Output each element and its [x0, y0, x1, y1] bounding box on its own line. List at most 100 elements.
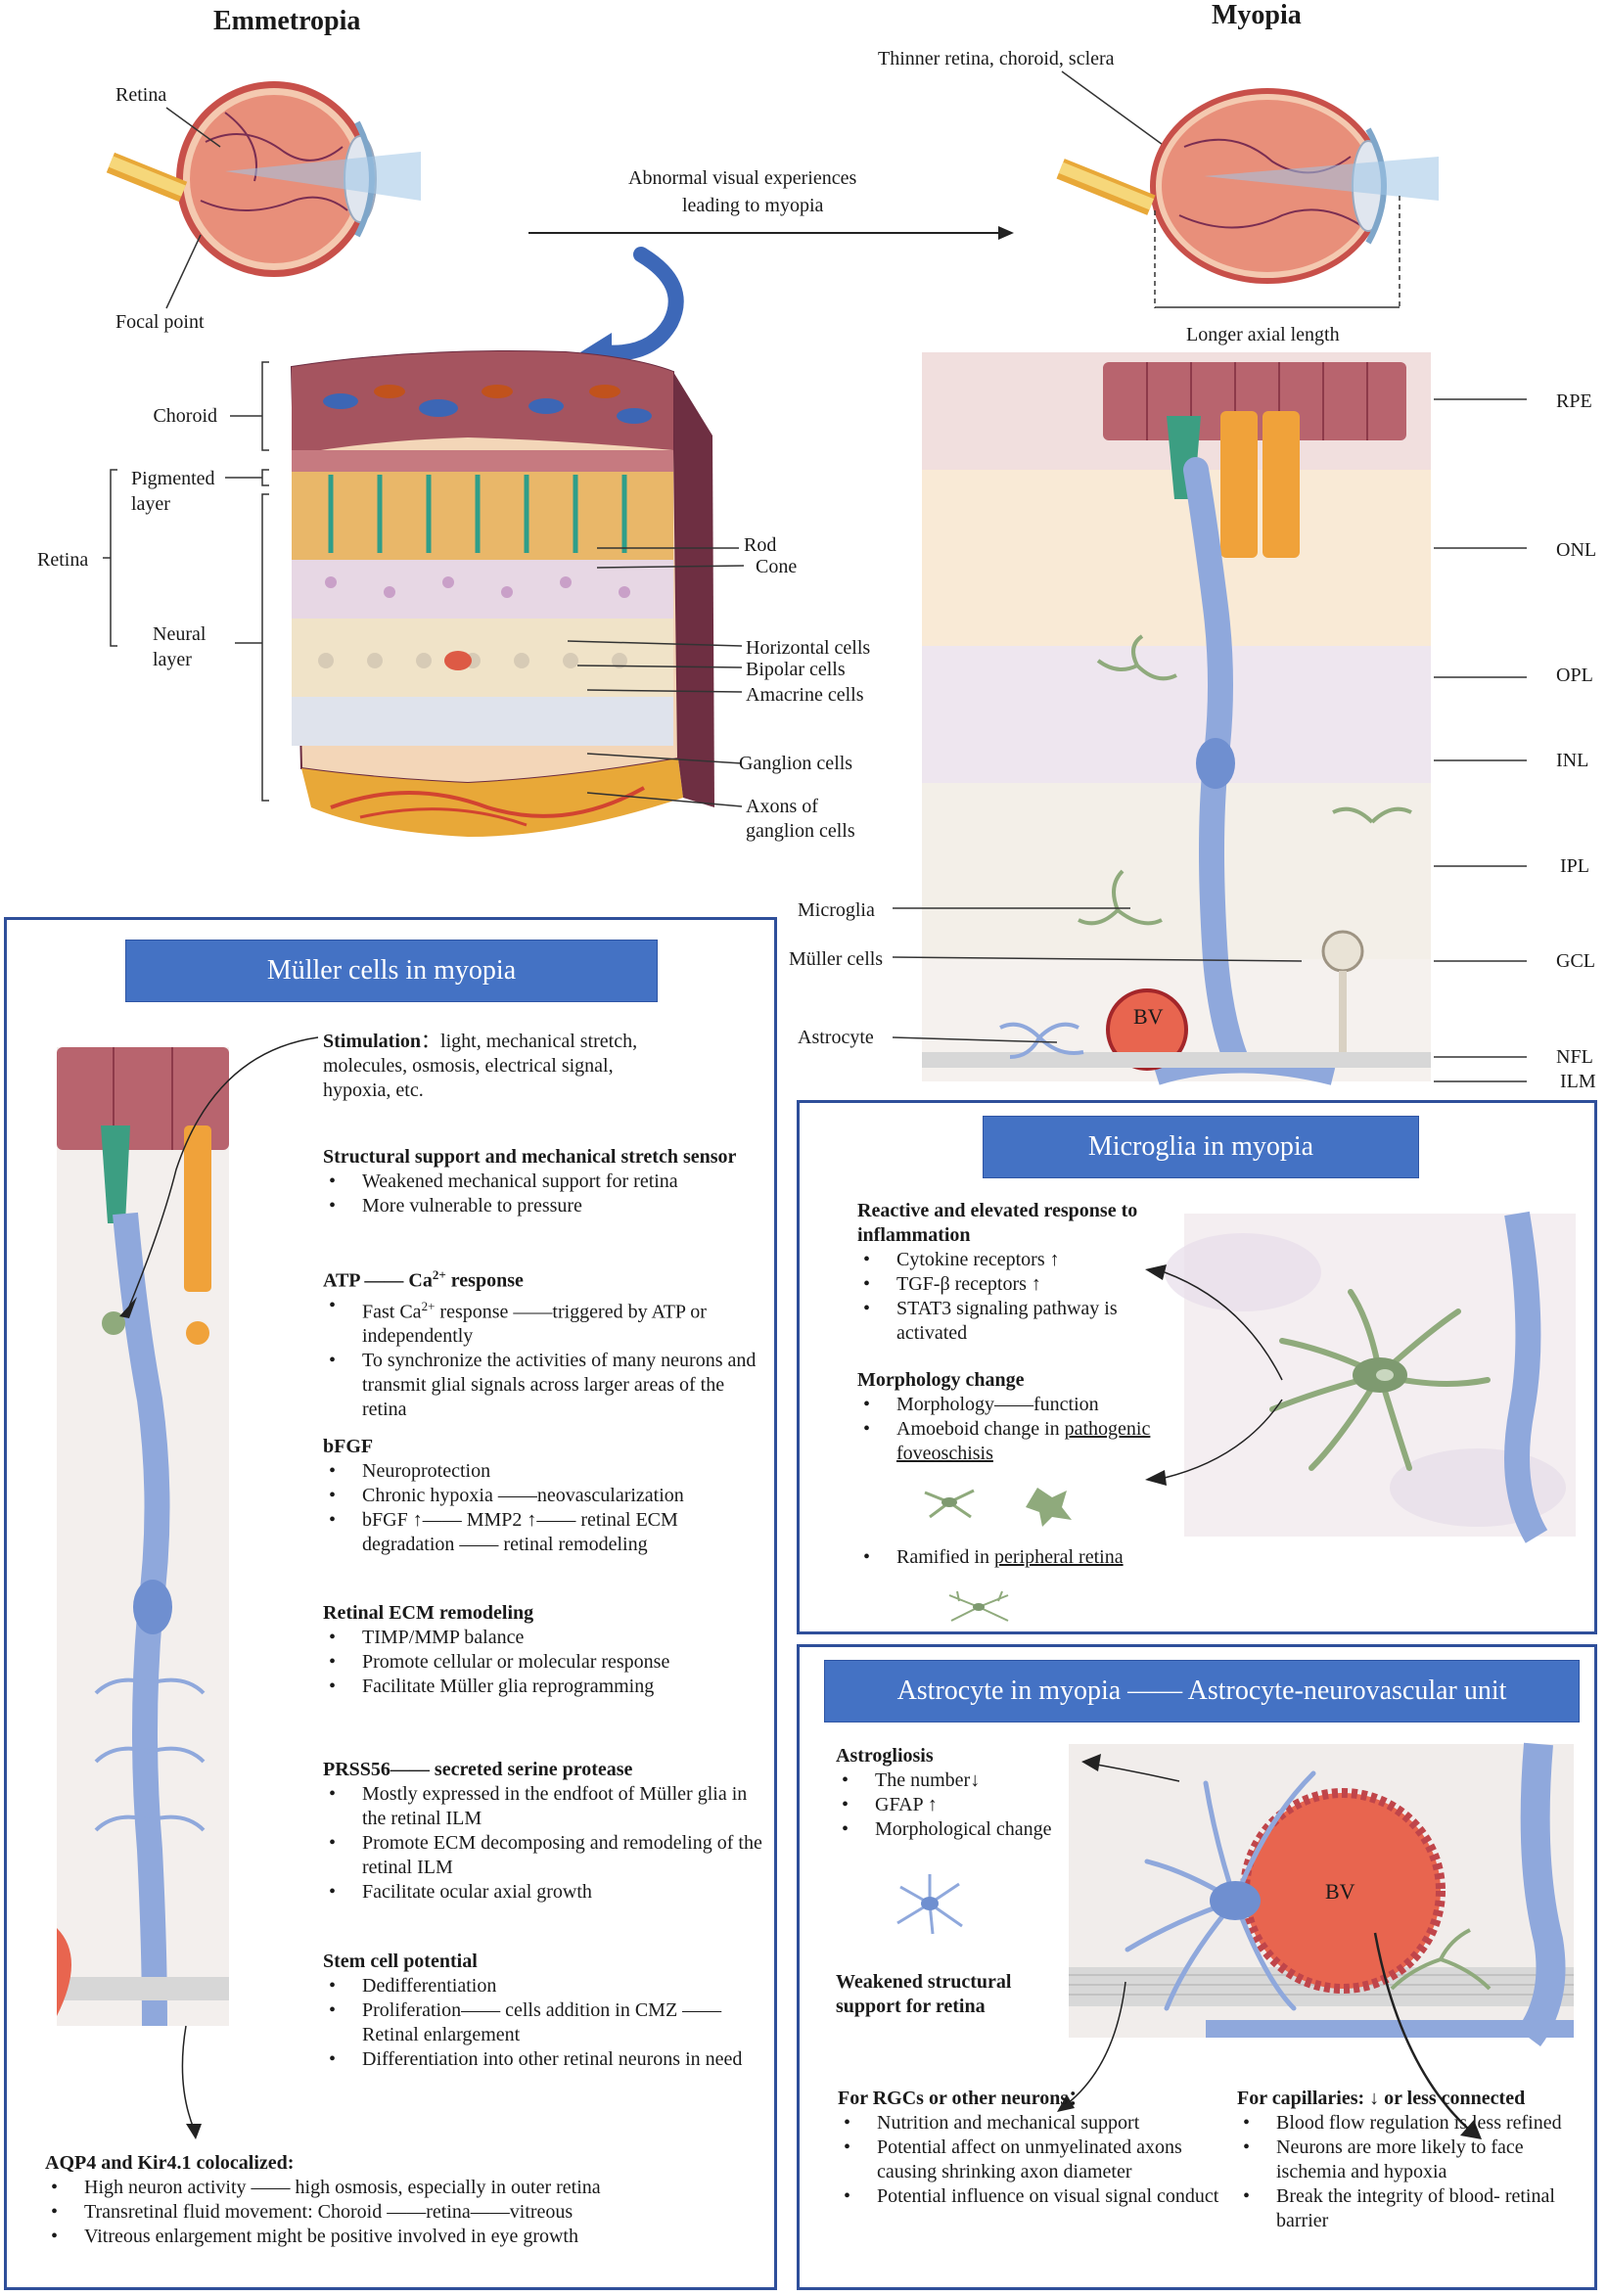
- thinner-label: Thinner retina, choroid, sclera: [878, 48, 1115, 69]
- myopia-title: Myopia: [1212, 0, 1302, 30]
- myopia-retina-layers-illustration: [922, 352, 1431, 1085]
- atp-head: ATP —— Ca2+ response: [323, 1267, 524, 1292]
- muller-banner: Müller cells in myopia: [125, 940, 658, 1002]
- morphology-head: Morphology change: [857, 1369, 1025, 1391]
- rod-label: Rod: [744, 534, 777, 556]
- layer-leader-lines: [892, 398, 1527, 1082]
- stimulation-block: Stimulation：light, mechanical stretch, m…: [323, 1030, 744, 1103]
- reactive-item: TGF-β receptors ↑: [857, 1272, 1171, 1297]
- aqp-block: AQP4 and Kir4.1 colocalized: High neuron…: [45, 2151, 769, 2249]
- stimulation-line-1: molecules, osmosis, electrical signal,: [323, 1055, 614, 1077]
- thinner-leader-line: [1061, 70, 1171, 151]
- bfgf-item: Chronic hypoxia ——neovascularization: [323, 1484, 763, 1508]
- muller-cell-illustration: [57, 1047, 229, 2027]
- pigmented-label-line1: Pigmented: [131, 468, 215, 489]
- retina-brackets: [103, 361, 269, 802]
- emmetropia-eye-illustration: [106, 81, 421, 277]
- stem-item: Dedifferentiation: [323, 1974, 773, 1998]
- nfl-label: NFL: [1556, 1046, 1593, 1068]
- stimulation-text: ：light, mechanical stretch,: [421, 1031, 638, 1052]
- structural-head: Structural support and mechanical stretc…: [323, 1146, 737, 1168]
- prss-item: Facilitate ocular axial growth: [323, 1880, 773, 1905]
- ramified-item: Ramified in peripheral retina: [857, 1545, 1180, 1570]
- neural-label-line2: layer: [153, 649, 192, 670]
- bfgf-item: Neuroprotection: [323, 1459, 763, 1484]
- structural-block: Structural support and mechanical stretc…: [323, 1145, 773, 1218]
- microglia-illustration: [1165, 1211, 1576, 1543]
- capillaries-head: For capillaries: ↓ or less connected: [1237, 2088, 1526, 2109]
- structural-item: More vulnerable to pressure: [323, 1194, 773, 1218]
- axons-label-line1: Axons of: [746, 796, 818, 817]
- capillaries-item: Blood flow regulation is less refined: [1237, 2111, 1589, 2135]
- astrogliosis-block: Astrogliosis The number↓ GFAP ↑ Morpholo…: [836, 1744, 1071, 1842]
- capillaries-item: Break the integrity of blood- retinal ba…: [1237, 2184, 1589, 2233]
- axial-length-label: Longer axial length: [1186, 324, 1340, 345]
- retina-group-label: Retina: [37, 549, 89, 571]
- prss-item: Mostly expressed in the endfoot of Mülle…: [323, 1782, 773, 1831]
- bv-label-astro: BV: [1325, 1879, 1355, 1904]
- weakened-block: Weakened structural support for retina: [836, 1970, 1071, 2019]
- reactive-item: STAT3 signaling pathway is activated: [857, 1297, 1171, 1346]
- prss-item: Promote ECM decomposing and remodeling o…: [323, 1831, 773, 1880]
- opl-label: OPL: [1556, 665, 1593, 686]
- stem-item: Proliferation—— cells addition in CMZ ——…: [323, 1998, 773, 2047]
- bfgf-head: bFGF: [323, 1436, 374, 1457]
- emmetropia-title: Emmetropia: [213, 6, 361, 36]
- atp-block: ATP —— Ca2+ response Fast Ca2+ response …: [323, 1263, 763, 1422]
- reactive-head-line1: Reactive and elevated response to: [857, 1200, 1138, 1221]
- small-astrocyte-icon: [896, 1874, 963, 1935]
- stimulation-arrow: [119, 1036, 319, 1318]
- gcl-label: GCL: [1556, 950, 1595, 972]
- transition-arrow: [528, 226, 1014, 240]
- reactive-block: Reactive and elevated response to inflam…: [857, 1199, 1171, 1346]
- stimulation-line-2: hypoxia, etc.: [323, 1079, 424, 1101]
- neural-label-line1: Neural: [153, 623, 207, 645]
- retina-cell-leader-lines: [567, 547, 745, 807]
- muller-cells-label: Müller cells: [789, 948, 884, 970]
- stem-head: Stem cell potential: [323, 1951, 478, 1972]
- stem-block: Stem cell potential Dedifferentiation Pr…: [323, 1950, 773, 2072]
- ipl-label: IPL: [1560, 855, 1589, 877]
- astrogliosis-item: Morphological change: [836, 1817, 1071, 1842]
- cone-label: Cone: [756, 556, 798, 577]
- prss-head: PRSS56—— secreted serine protease: [323, 1759, 633, 1780]
- weakened-line1: Weakened structural: [836, 1971, 1012, 1993]
- rgc-item: Potential influence on visual signal con…: [838, 2184, 1229, 2209]
- astrocyte-banner: Astrocyte in myopia —— Astrocyte-neurova…: [824, 1660, 1580, 1722]
- stem-item: Differentiation into other retinal neuro…: [323, 2047, 773, 2072]
- myopia-eye-illustration: [1056, 88, 1439, 308]
- arrow-caption-line2: leading to myopia: [682, 195, 824, 216]
- inl-label: INL: [1556, 750, 1589, 771]
- aqp-head: AQP4 and Kir4.1 colocalized:: [45, 2152, 295, 2174]
- retina-leader-line: [165, 107, 221, 148]
- horizontal-cells-label: Horizontal cells: [746, 637, 871, 659]
- rgc-item: Potential affect on unmyelinated axons c…: [838, 2135, 1229, 2184]
- rgc-head: For RGCs or other neurons：: [838, 2088, 1088, 2109]
- arrow-caption-line1: Abnormal visual experiences: [628, 167, 857, 189]
- ecm-item: Promote cellular or molecular response: [323, 1650, 763, 1675]
- choroid-label: Choroid: [153, 405, 217, 427]
- astrogliosis-item: The number↓: [836, 1768, 1071, 1793]
- ecm-item: Facilitate Müller glia reprogramming: [323, 1675, 763, 1699]
- onl-label: ONL: [1556, 539, 1597, 561]
- ganglion-cells-label: Ganglion cells: [739, 753, 853, 774]
- ramified-microglia-icon: [948, 1590, 1009, 1622]
- ecm-item: TIMP/MMP balance: [323, 1626, 763, 1650]
- astrogliosis-head: Astrogliosis: [836, 1745, 934, 1767]
- bfgf-block: bFGF Neuroprotection Chronic hypoxia ——n…: [323, 1435, 763, 1557]
- astrocyte-neurovascular-illustration: [1069, 1742, 1574, 2046]
- morphology-item: Morphology——function: [857, 1393, 1180, 1417]
- rpe-label: RPE: [1556, 390, 1592, 412]
- morphology-item: Amoeboid change in pathogenic foveoschis…: [857, 1417, 1180, 1466]
- microglia-label: Microglia: [798, 899, 875, 921]
- ilm-label: ILM: [1560, 1071, 1596, 1092]
- bipolar-cells-label: Bipolar cells: [746, 659, 846, 680]
- astrocyte-label: Astrocyte: [798, 1027, 874, 1048]
- pigmented-label-line2: layer: [131, 493, 170, 515]
- stimulation-head: Stimulation: [323, 1031, 422, 1052]
- rgc-item: Nutrition and mechanical support: [838, 2111, 1229, 2135]
- atp-item: To synchronize the activities of many ne…: [323, 1349, 763, 1422]
- aqp-arrow: [181, 2025, 202, 2139]
- axons-label-line2: ganglion cells: [746, 820, 855, 842]
- capillaries-block: For capillaries: ↓ or less connected Blo…: [1237, 2087, 1589, 2233]
